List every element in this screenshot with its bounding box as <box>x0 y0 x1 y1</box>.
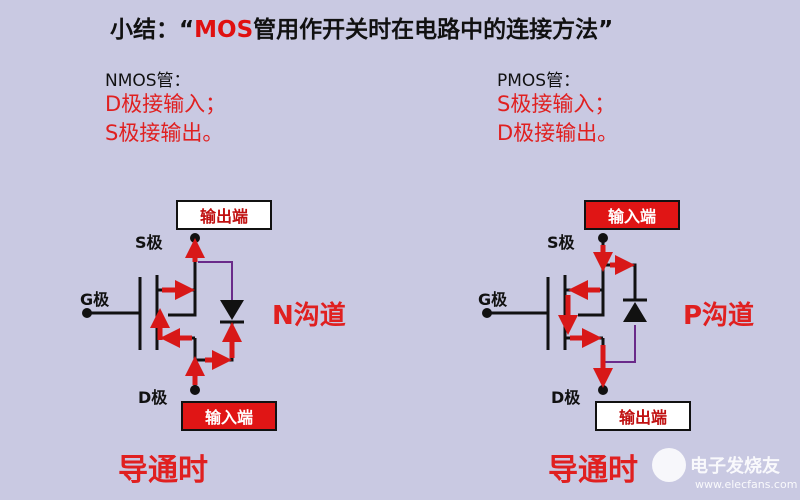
nmos-heading: NMOS管： <box>105 71 191 91</box>
nmos-channel-label: N沟道 <box>272 301 346 331</box>
pmos-channel-label: P沟道 <box>683 301 755 331</box>
pmos-heading: PMOS管： <box>497 71 581 91</box>
title-prefix: 小结：“ <box>110 17 195 43</box>
nmos-drain-label: D极 <box>138 388 168 407</box>
slide-title: 小结：“MOS管用作开关时在电路中的连接方法” <box>110 10 613 44</box>
pmos-input-terminal-box: 输入端 <box>584 200 680 230</box>
pmos-rule-1: S极接输入； <box>497 92 616 116</box>
pmos-output-terminal-box: 输出端 <box>595 401 691 431</box>
pmos-circuit <box>482 233 647 395</box>
watermark-name: 电子发烧友 <box>690 456 780 477</box>
watermark-logo-icon <box>652 448 686 482</box>
nmos-output-terminal-box: 输出端 <box>176 200 272 230</box>
pmos-source-label: S极 <box>547 233 575 252</box>
pmos-drain-label: D极 <box>551 388 581 407</box>
nmos-rule-2: S极接输出。 <box>105 121 224 145</box>
nmos-circuit <box>82 233 244 395</box>
title-suffix: 管用作开关时在电路中的连接方法” <box>253 17 614 43</box>
nmos-source-label: S极 <box>135 233 163 252</box>
pmos-conduction-label: 导通时 <box>548 453 638 488</box>
watermark-url: www.elecfans.com <box>695 478 798 491</box>
nmos-diode-icon <box>220 300 244 320</box>
nmos-conduction-label: 导通时 <box>118 453 208 488</box>
pmos-gate-label: G极 <box>478 290 508 309</box>
nmos-input-terminal-box: 输入端 <box>181 401 277 431</box>
nmos-rule-1: D极接输入； <box>105 92 227 116</box>
nmos-gate-label: G极 <box>80 290 110 309</box>
title-highlight: MOS <box>194 17 254 43</box>
pmos-rule-2: D极接输出。 <box>497 121 619 145</box>
pmos-diode-icon <box>623 302 647 322</box>
